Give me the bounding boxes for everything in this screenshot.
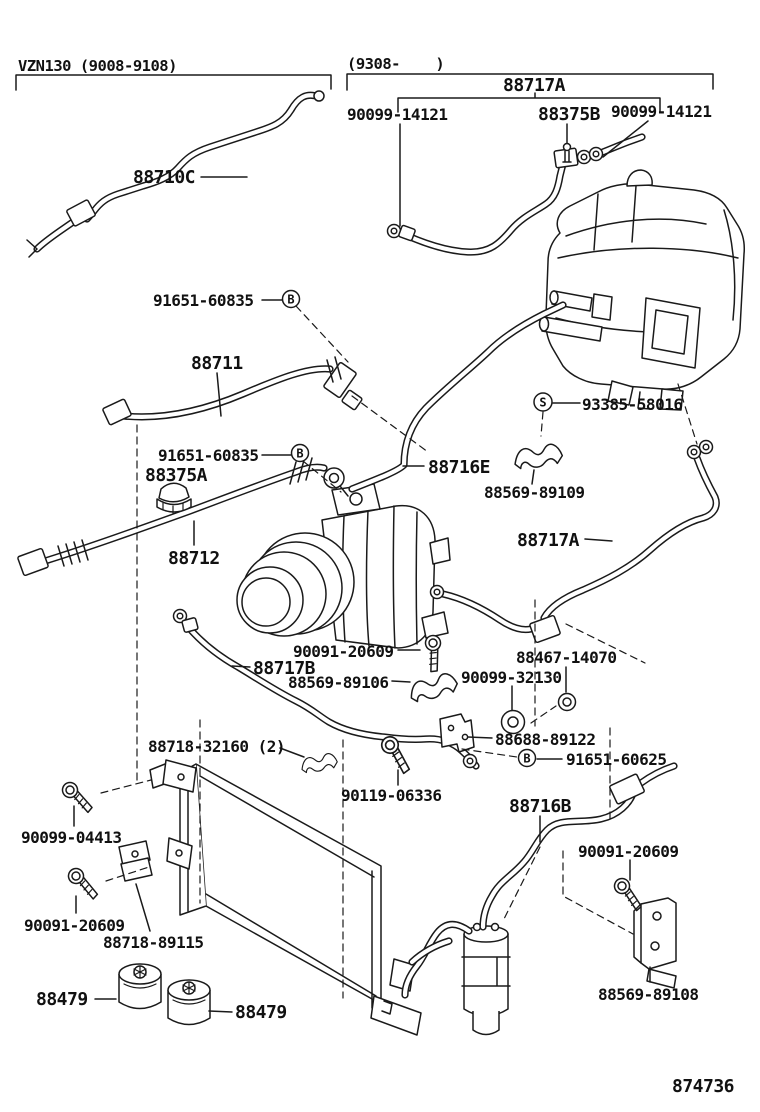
bracket-88569-89108 (633, 897, 677, 989)
label-88712: 88712 (168, 548, 220, 569)
compressor (236, 483, 451, 649)
variant-label-left: VZN130 (9008-9108) (18, 57, 177, 75)
ring-88467-14070 (557, 692, 577, 712)
label-91651-60625: 91651-60625 (566, 750, 666, 769)
label-90099-32130: 90099-32130 (461, 668, 561, 687)
cap-88479-b (167, 979, 211, 1026)
label-88569-89108: 88569-89108 (598, 985, 698, 1004)
clamp-88718-32160 (299, 751, 339, 775)
label-91651-60835-b: 91651-60835 (158, 446, 258, 465)
leader-lines (15, 73, 714, 1013)
label-88375a: 88375A (145, 465, 208, 486)
label-88716b: 88716B (509, 796, 572, 817)
label-90099-04413: 90099-04413 (21, 828, 121, 847)
grommet-88375a (156, 482, 192, 514)
letter-b3: B (523, 752, 530, 766)
hvac-unit (538, 169, 745, 411)
label-90119-06336: 90119-06336 (341, 786, 441, 805)
bolt-90091-20609-bl (62, 865, 105, 901)
label-88717a: 88717A (517, 530, 580, 551)
letter-b1: B (287, 293, 294, 307)
variant-bracket-right (346, 73, 714, 91)
label-93385-58016: 93385-58016 (582, 395, 682, 414)
fastener-letter-circles: B B S B (281, 289, 553, 768)
receiver-drier (461, 922, 511, 1036)
fasteners (57, 442, 677, 1026)
label-90099-14121-a: 90099-14121 (347, 105, 447, 124)
label-88467-14070: 88467-14070 (516, 648, 616, 667)
variant-bracket-left (15, 74, 332, 91)
label-88718-89115: 88718-89115 (103, 933, 203, 952)
label-88688-89122: 88688-89122 (495, 730, 595, 749)
label-91651-60835-a: 91651-60835 (153, 291, 253, 310)
label-88717a-top: 88717A (503, 75, 566, 96)
labels: VZN130 (9008-9108) (9308- ) 88717A 90099… (18, 55, 735, 1097)
label-88718-32160: 88718-32160 (2) (148, 737, 285, 756)
label-88717b: 88717B (253, 658, 316, 679)
label-90091-20609-c: 90091-20609 (578, 842, 678, 861)
clamp-88569-89109 (512, 442, 565, 471)
label-88479-b: 88479 (235, 1002, 287, 1023)
label-88569-89109: 88569-89109 (484, 483, 584, 502)
label-88569-89106: 88569-89106 (288, 673, 388, 692)
letter-s1: S (539, 396, 546, 410)
pipes (17, 90, 720, 999)
label-90091-20609-a: 90091-20609 (293, 642, 393, 661)
bracket-88688-89122 (439, 713, 475, 753)
label-88710c: 88710C (133, 167, 195, 188)
drawing-number: 874736 (672, 1076, 734, 1097)
clamp-88569-89106 (406, 670, 461, 705)
bolt-90099-04413 (57, 779, 99, 814)
label-90091-20609-b: 90091-20609 (24, 916, 124, 935)
letter-b2: B (296, 447, 303, 461)
variant-label-right: (9308- ) (347, 55, 444, 73)
label-90099-14121-b: 90099-14121 (611, 102, 711, 121)
label-88716e: 88716E (428, 457, 490, 478)
label-88479-a: 88479 (36, 989, 88, 1010)
dashed-lines (100, 305, 698, 999)
cap-88479-a (118, 963, 162, 1010)
label-88375b: 88375B (538, 104, 601, 125)
bracket-88717a (397, 92, 661, 113)
grommet-90099-32130 (500, 709, 526, 735)
label-88711: 88711 (191, 353, 243, 374)
